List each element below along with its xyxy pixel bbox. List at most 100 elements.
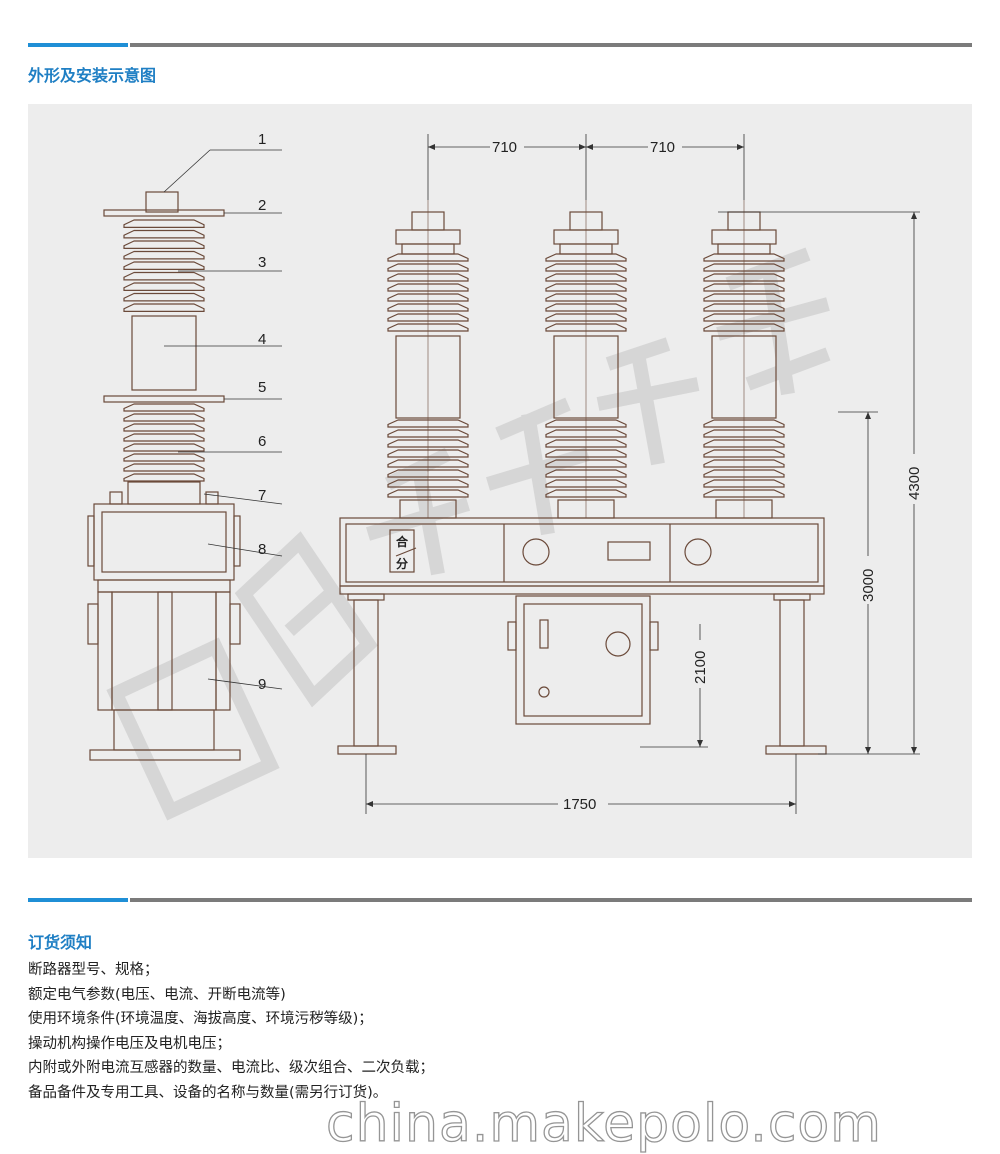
note-item: 操动机构操作电压及电机电压； (28, 1035, 231, 1052)
insulator-shed (703, 419, 785, 428)
insulator-shed (545, 419, 627, 428)
insulator-shed (703, 293, 785, 302)
insulator-shed (123, 261, 205, 270)
section-rule-ordering (28, 898, 972, 902)
pole-assembly (703, 200, 785, 519)
insulator-shed (387, 459, 469, 468)
front-view (337, 200, 827, 755)
switch-labels: 合 分 (396, 534, 409, 571)
insulator-shed (123, 473, 205, 482)
installation-diagram: 1 2 3 4 5 6 7 8 9 (28, 104, 972, 858)
diagram-watermark (106, 247, 831, 821)
note-item: 使用环境条件(环境温度、海拔高度、环境污秽等级)； (28, 1011, 373, 1027)
insulator-shed (703, 273, 785, 282)
dim-4300: 4300 (906, 467, 923, 500)
insulator-shed (545, 439, 627, 448)
insulator-shed (123, 240, 205, 249)
insulator-shed (123, 282, 205, 291)
insulator-shed (703, 429, 785, 438)
insulator-shed (545, 469, 627, 478)
callout-7: 7 (258, 487, 266, 504)
insulator-shed (387, 303, 469, 312)
dim-2100: 2100 (692, 651, 709, 684)
diagram-section-title: 外形及安装示意图 (28, 66, 157, 85)
insulator-shed (123, 423, 205, 432)
dimension-labels: 710 710 1750 4300 3000 2100 (492, 139, 923, 813)
dim-3000: 3000 (860, 569, 877, 602)
insulator-shed (703, 469, 785, 478)
insulator-shed (387, 479, 469, 488)
callout-6: 6 (258, 433, 266, 450)
insulator-shed (703, 323, 785, 332)
callout-8: 8 (258, 541, 266, 558)
insulator-shed (703, 303, 785, 312)
insulator-shed (545, 253, 627, 262)
insulator-shed (703, 283, 785, 292)
insulator-shed (123, 250, 205, 260)
note-item: 额定电气参数(电压、电流、开断电流等) (28, 986, 286, 1003)
insulator-shed (703, 253, 785, 262)
insulator-shed (123, 433, 205, 442)
insulator-shed (545, 429, 627, 438)
callout-5: 5 (258, 379, 266, 396)
insulator-shed (387, 449, 469, 458)
insulator-shed (387, 263, 469, 272)
insulator-shed (387, 429, 469, 438)
callout-1: 1 (258, 131, 266, 148)
insulator-shed (387, 253, 469, 262)
pole-assembly (387, 200, 469, 519)
insulator-shed (703, 459, 785, 468)
site-watermark: china.makepolo.com (325, 1093, 882, 1154)
insulator-shed (545, 459, 627, 468)
insulator-shed (545, 489, 627, 498)
dim-710-left: 710 (492, 139, 517, 156)
insulator-shed (123, 303, 205, 312)
dim-1750: 1750 (563, 796, 596, 813)
dimension-lines (365, 134, 920, 814)
insulator-shed (703, 489, 785, 498)
insulator-shed (545, 449, 627, 458)
insulator-shed (703, 479, 785, 488)
callout-2: 2 (258, 197, 266, 214)
insulator-shed (387, 439, 469, 448)
insulator-shed (545, 313, 627, 322)
callout-numbers: 1 2 3 4 5 6 7 8 9 (258, 131, 266, 693)
ordering-notes: 断路器型号、规格； 额定电气参数(电压、电流、开断电流等) 使用环境条件(环境温… (28, 958, 968, 1105)
dim-710-right: 710 (650, 139, 675, 156)
insulator-shed (387, 273, 469, 282)
insulator-shed (545, 283, 627, 292)
note-item: 内附或外附电流互感器的数量、电流比、级次组合、二次负载； (28, 1060, 434, 1076)
callout-3: 3 (258, 254, 266, 271)
insulator-shed (123, 453, 205, 462)
insulator-shed (545, 323, 627, 332)
note-item: 断路器型号、规格； (28, 962, 159, 978)
open-label: 分 (396, 556, 408, 571)
pole-assembly (545, 200, 627, 519)
insulator-shed (387, 469, 469, 478)
insulator-shed (545, 263, 627, 272)
insulator-shed (703, 439, 785, 448)
insulator-shed (387, 419, 469, 428)
insulator-shed (123, 443, 205, 452)
insulator-shed (387, 323, 469, 332)
insulator-shed (545, 479, 627, 488)
callout-9: 9 (258, 676, 266, 693)
callout-leaders (163, 149, 283, 690)
insulator-shed (545, 273, 627, 282)
insulator-shed (123, 219, 205, 228)
section-rule-top (28, 43, 972, 47)
insulator-shed (123, 413, 205, 422)
dimension-arrows (366, 144, 917, 807)
insulator-shed (545, 293, 627, 302)
insulator-shed (387, 313, 469, 322)
callout-4: 4 (258, 331, 266, 348)
insulator-shed (387, 283, 469, 292)
insulator-shed (545, 303, 627, 312)
insulator-shed (123, 271, 205, 281)
insulator-shed (703, 313, 785, 322)
close-label: 合 (396, 534, 409, 549)
insulator-shed (703, 449, 785, 458)
insulator-shed (387, 489, 469, 498)
insulator-shed (123, 403, 205, 412)
insulator-shed (123, 463, 205, 472)
